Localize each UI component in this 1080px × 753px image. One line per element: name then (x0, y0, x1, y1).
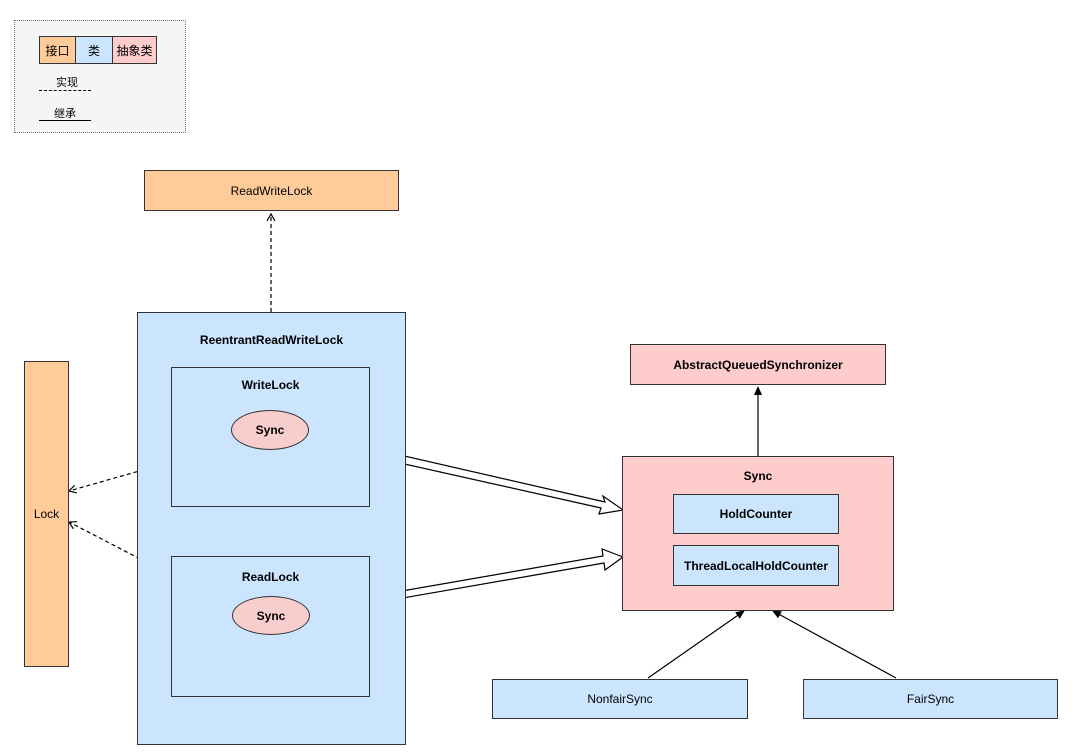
readwritelock-interface[interactable]: ReadWriteLock (144, 170, 399, 211)
legend: 接口 类 抽象类 实现 继承 (14, 20, 186, 133)
abstractqueuedsynchronizer-abstract-class[interactable]: AbstractQueuedSynchronizer (630, 344, 886, 385)
reentrantreadwritelock-label: ReentrantReadWriteLock (199, 333, 344, 347)
readlock-implements-lock-line (67, 521, 172, 576)
threadlocalholdcounter-class[interactable]: ThreadLocalHoldCounter (673, 545, 839, 586)
readlock-sync-label: Sync (256, 608, 286, 623)
nonfairsync-label: NonfairSync (587, 692, 653, 706)
legend-extends-label: 继承 (54, 108, 76, 120)
legend-abstract-label: 抽象类 (116, 43, 153, 58)
holdcounter-label: HoldCounter (719, 507, 793, 521)
legend-extends-line (39, 120, 91, 121)
nonfairsync-class[interactable]: NonfairSync (492, 679, 748, 719)
writelock-label: WriteLock (241, 378, 300, 392)
legend-implements-line (39, 90, 91, 91)
writelock-sync-instance[interactable]: Sync (231, 410, 309, 450)
threadlocalholdcounter-label: ThreadLocalHoldCounter (683, 558, 828, 573)
aqs-label: AbstractQueuedSynchronizer (673, 357, 843, 372)
fairsync-extends-sync-line (772, 610, 897, 679)
legend-implements-label: 实现 (56, 77, 78, 89)
holdcounter-class[interactable]: HoldCounter (673, 494, 839, 534)
readlock-sync-instance[interactable]: Sync (232, 596, 310, 635)
sync-label: Sync (743, 469, 773, 483)
lock-interface[interactable]: Lock (24, 361, 69, 667)
fairsync-label: FairSync (906, 692, 955, 706)
legend-abstract-swatch: 抽象类 (112, 36, 157, 64)
legend-interface-label: 接口 (45, 43, 70, 58)
readlock-label: ReadLock (241, 570, 300, 584)
lock-label: Lock (33, 507, 60, 521)
legend-class-label: 类 (87, 43, 100, 58)
readwritelock-label: ReadWriteLock (230, 183, 313, 198)
legend-interface-swatch: 接口 (39, 36, 76, 64)
fairsync-class[interactable]: FairSync (803, 679, 1058, 719)
writelock-sync-label: Sync (255, 423, 285, 437)
nonfairsync-extends-sync-line (647, 610, 745, 679)
